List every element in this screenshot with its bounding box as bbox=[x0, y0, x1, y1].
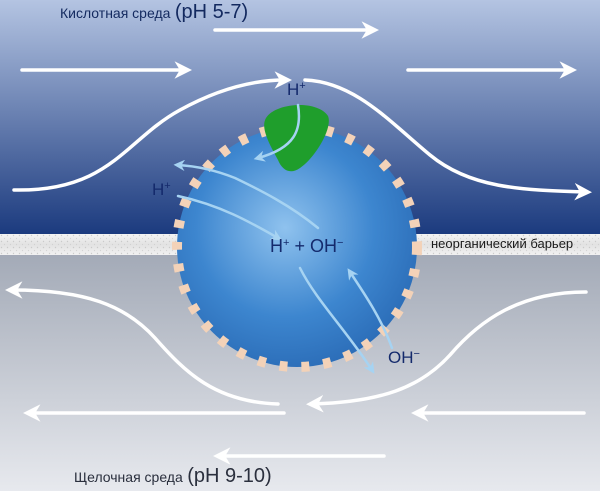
micro-sphere bbox=[177, 127, 417, 367]
alkaline-label-text: Щелочная среда bbox=[74, 469, 183, 485]
ion-path-arrow bbox=[253, 103, 301, 162]
ion-path-arrow bbox=[298, 266, 375, 374]
ion-charge: + bbox=[299, 80, 306, 92]
ion-path-arrow bbox=[347, 268, 394, 350]
ion-base: H bbox=[152, 180, 165, 199]
flow-arrow bbox=[12, 71, 292, 192]
flow-arrow bbox=[5, 281, 280, 406]
ion-base: OH bbox=[388, 348, 414, 367]
ion-charge: − bbox=[413, 348, 420, 360]
ion-h-top: H+ bbox=[287, 80, 306, 99]
ion-charge: + bbox=[164, 180, 171, 192]
flow-arrow bbox=[306, 290, 588, 413]
ion-base: OH bbox=[309, 236, 337, 256]
acid-flow-arrows bbox=[12, 21, 592, 201]
reaction-plus: + bbox=[294, 236, 305, 256]
acidic-label-text: Кислотная среда bbox=[60, 5, 171, 21]
ion-paths bbox=[173, 103, 394, 374]
ion-charge: + bbox=[283, 237, 290, 249]
barrier-label: неорганический барьер bbox=[431, 236, 574, 251]
ion-h-left: H+ bbox=[152, 180, 171, 199]
ion-charge: − bbox=[336, 237, 344, 249]
ion-base: H bbox=[270, 236, 283, 256]
ion-oh-bottom: OH− bbox=[388, 348, 420, 367]
acidic-label-ph: (pH 5-7) bbox=[174, 1, 249, 23]
flow-arrow bbox=[303, 78, 592, 201]
ion-path-arrow bbox=[173, 159, 320, 230]
alkaline-flow-arrows bbox=[5, 281, 588, 465]
ion-base: H bbox=[287, 80, 300, 99]
ion-path-arrow bbox=[176, 194, 282, 241]
acidic-environment-label: Кислотная среда (pH 5-7) bbox=[60, 2, 248, 22]
alkaline-label-ph: (pH 9-10) bbox=[187, 465, 272, 487]
enzyme-shape bbox=[264, 104, 329, 172]
sphere-dot-membrane bbox=[172, 122, 422, 372]
ion-reaction-center: H+ + OH− bbox=[270, 237, 343, 255]
alkaline-environment-label: Щелочная среда (pH 9-10) bbox=[74, 466, 272, 486]
